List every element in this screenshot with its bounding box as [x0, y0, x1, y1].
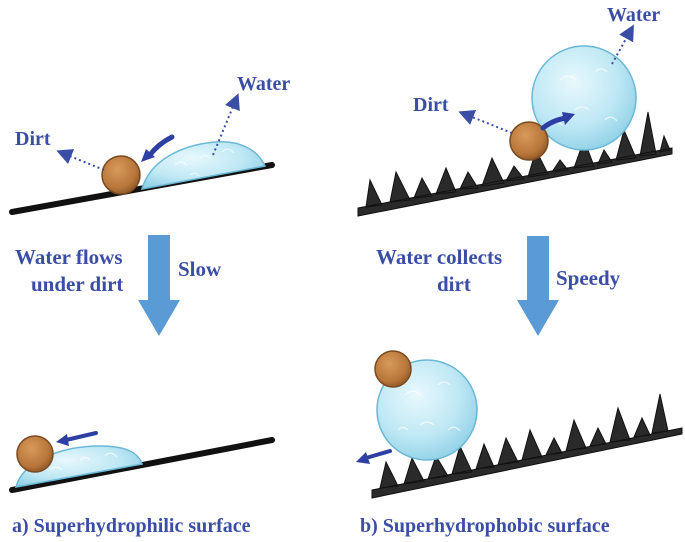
left-arrow-icon: [64, 431, 98, 442]
left-arrow-head: [356, 452, 370, 464]
left-process-label-line1: Water flows: [15, 245, 123, 269]
right-speed-label: Speedy: [556, 266, 621, 290]
water-label: Water: [237, 73, 290, 95]
water-texture: [551, 68, 618, 126]
spiky-surface-icon: [357, 111, 673, 217]
dirt-particle-icon: [16, 435, 54, 473]
left-caption: a) Superhydrophilic surface: [12, 515, 251, 537]
curved-arrow-icon: [146, 134, 175, 159]
dirt-label: Dirt: [15, 128, 51, 150]
left-arrow-head: [56, 434, 69, 446]
right-caption: b) Superhydrophobic surface: [360, 515, 610, 537]
right-process-arrow: [517, 236, 559, 336]
dirt-pointer: [56, 149, 105, 171]
dirt-particle-icon: [101, 155, 141, 195]
water-texture: [397, 381, 461, 432]
dirt-particle-icon: [509, 121, 549, 161]
water-pointer: [212, 93, 240, 156]
dirt-particle-icon: [374, 350, 412, 388]
left-process-label-line2: under dirt: [31, 272, 123, 296]
right-bottom-scene: [356, 350, 683, 499]
curved-arrow-head: [141, 149, 155, 162]
water-label: Water: [607, 4, 660, 26]
dirt-pointer: [458, 110, 513, 134]
water-droplet-icon: [531, 45, 637, 151]
right-process-label-line2: dirt: [437, 272, 471, 296]
curved-arrow-head: [562, 112, 575, 125]
spiky-surface-icon: [371, 393, 683, 499]
left-top-scene: Water Dirt: [9, 73, 290, 215]
water-texture: [174, 148, 235, 177]
left-process-arrow: [138, 235, 180, 336]
water-texture: [49, 452, 118, 471]
right-process-label-line1: Water collects: [376, 245, 502, 269]
water-droplet-icon: [140, 141, 267, 190]
left-arrow-icon: [364, 449, 392, 460]
right-top-scene: Water Dirt: [357, 4, 673, 217]
dirt-label: Dirt: [413, 94, 449, 116]
left-speed-label: Slow: [178, 257, 222, 281]
water-pointer: [611, 24, 634, 65]
left-bottom-scene: [9, 431, 275, 493]
smooth-surface: [9, 437, 275, 493]
